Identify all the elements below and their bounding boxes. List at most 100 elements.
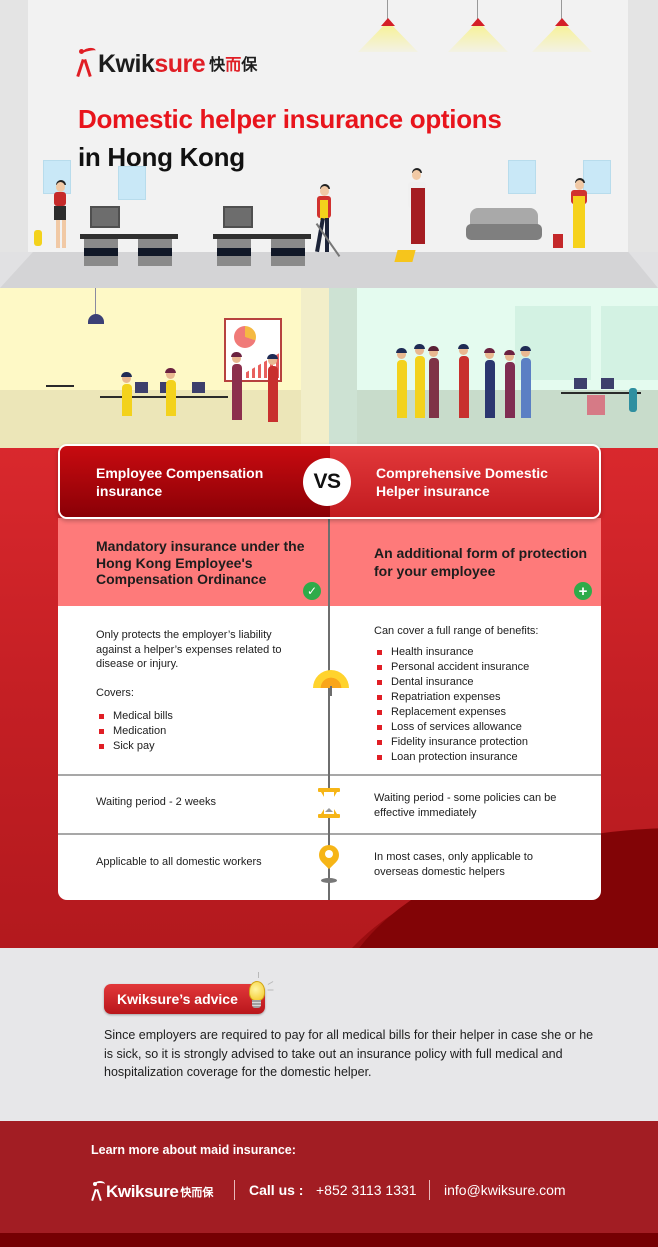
work-table	[100, 396, 228, 398]
coverage-right-cell: Can cover a full range of benefits: Heal…	[374, 624, 589, 765]
call-us-label: Call us :	[249, 1182, 304, 1198]
advice-section	[0, 948, 658, 1120]
monitor-icon	[601, 378, 614, 389]
comparison-header: Employee Compensation insurance Comprehe…	[58, 444, 601, 519]
ceiling-lamp-icon	[448, 0, 508, 52]
kwiksure-mark-icon	[76, 46, 97, 78]
kwiksure-advice-label: Kwiksure’s advice	[104, 984, 265, 1014]
list-item: Dental insurance	[374, 675, 589, 690]
worker-figure	[121, 372, 132, 416]
footer-bottom-band	[0, 1233, 658, 1247]
email-link[interactable]: info@kwiksure.com	[444, 1182, 566, 1198]
kwiksure-mark-icon	[91, 1180, 105, 1202]
footer	[0, 1121, 658, 1233]
page-subtitle: in Hong Kong	[78, 142, 245, 172]
footer-separator	[234, 1180, 235, 1200]
presenter-figure	[231, 352, 242, 420]
side-table	[46, 385, 74, 387]
employee-compensation-heading: Employee Compensation insurance	[96, 465, 264, 499]
umbrella-icon	[313, 666, 349, 696]
covers-list: Medical bills Medication Sick pay	[96, 709, 296, 754]
wall-left	[0, 0, 28, 288]
list-item: Loan protection insurance	[374, 750, 589, 765]
logo-text-chinese: 快而保	[209, 57, 258, 74]
window	[508, 160, 536, 194]
list-item: Personal accident insurance	[374, 660, 589, 675]
covers-label: Covers:	[96, 686, 134, 699]
left-summary: Mandatory insurance under the Hong Kong …	[96, 538, 305, 587]
window	[583, 160, 611, 194]
footer-separator	[429, 1180, 430, 1200]
page-title: Domestic helper insurance options	[78, 104, 502, 134]
advice-text: Since employers are required to pay for …	[104, 1028, 594, 1079]
list-item: Sick pay	[96, 739, 296, 754]
phone-link[interactable]: +852 3113 1331	[316, 1182, 417, 1198]
column-divider	[328, 518, 330, 900]
list-item: Repatriation expenses	[374, 690, 589, 705]
filing-cabinet	[587, 395, 605, 415]
learn-more-heading: Learn more about maid insurance:	[91, 1143, 296, 1157]
right-summary: An additional form of protection for you…	[374, 545, 588, 579]
helper-mopping-illustration	[313, 180, 341, 272]
list-item: Fidelity insurance protection	[374, 735, 589, 750]
list-item: Health insurance	[374, 645, 589, 660]
team-figure	[520, 346, 531, 418]
hourglass-icon	[318, 788, 340, 818]
office-desk-illustration	[213, 206, 311, 266]
coverage-right-intro: Can cover a full range of benefits:	[374, 625, 539, 637]
logo-text-sure: sure	[154, 50, 206, 78]
office-scenes	[0, 288, 658, 448]
monitor-icon	[574, 378, 587, 389]
wall-right	[628, 0, 658, 288]
vs-badge: VS	[303, 458, 351, 506]
comprehensive-helper-heading: Comprehensive Domestic Helper insurance	[376, 465, 548, 499]
waiting-period-left: Waiting period - 2 weeks	[96, 796, 217, 808]
office-scene-right	[329, 288, 658, 448]
monitor-icon	[135, 382, 148, 393]
team-figure	[414, 344, 425, 418]
check-icon: ✓	[303, 582, 321, 600]
presenter-figure	[267, 354, 278, 422]
applicability-right: In most cases, only applicable to overse…	[374, 851, 533, 878]
monitor-icon	[192, 382, 205, 393]
hanging-lamp-icon	[86, 288, 106, 328]
office-chair	[629, 388, 637, 412]
team-figure	[458, 344, 469, 418]
window	[118, 166, 146, 200]
helper-vacuuming-illustration	[34, 180, 70, 250]
footer-logo-chinese: 快而保	[180, 1187, 214, 1199]
list-item: Medication	[96, 724, 296, 739]
team-figure	[484, 348, 495, 418]
sofa-illustration	[466, 208, 542, 248]
lightbulb-icon	[246, 972, 274, 1014]
location-pin-icon	[314, 840, 344, 885]
team-figure	[396, 348, 407, 418]
ceiling-lamp-icon	[532, 0, 592, 52]
work-table	[561, 392, 641, 394]
benefits-list: Health insurance Personal accident insur…	[374, 645, 589, 765]
list-item: Loss of services allowance	[374, 720, 589, 735]
logo-text-kwik: Kwik	[98, 50, 155, 78]
header-right-panel	[330, 446, 599, 517]
header-left-panel	[60, 446, 330, 517]
office-desk-illustration	[80, 206, 178, 266]
coverage-left-intro: Only protects the employer’s liability a…	[96, 629, 282, 670]
helper-waving-illustration	[553, 178, 595, 254]
list-item: Medical bills	[96, 709, 296, 724]
footer-kwiksure-logo[interactable]: Kwiksure 快而保	[91, 1176, 213, 1202]
list-item: Replacement expenses	[374, 705, 589, 720]
team-figure	[504, 350, 515, 418]
applicability-left: Applicable to all domestic workers	[96, 856, 262, 868]
team-figure	[428, 346, 439, 418]
coverage-left-cell: Only protects the employer’s liability a…	[96, 628, 296, 754]
comparison-table: Mandatory insurance under the Hong Kong …	[58, 518, 601, 900]
waiting-period-right: Waiting period - some policies can be ef…	[374, 792, 557, 819]
ceiling-lamp-icon	[358, 0, 418, 52]
worker-figure	[165, 368, 176, 416]
office-scene-left	[0, 288, 329, 448]
footer-logo-text: Kwiksure	[106, 1182, 179, 1201]
plus-icon: +	[574, 582, 592, 600]
helper-sweeping-illustration	[394, 168, 432, 268]
